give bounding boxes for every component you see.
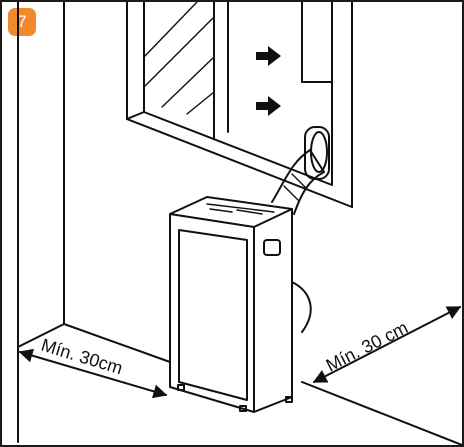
- air-conditioner-unit: [170, 197, 311, 412]
- room-walls: [18, 2, 462, 445]
- right-clearance-label: Mín. 30 cm: [323, 317, 411, 375]
- airflow-arrow-top: [256, 46, 281, 66]
- exhaust-hose: [272, 127, 329, 214]
- airflow-arrow-bottom: [256, 96, 281, 116]
